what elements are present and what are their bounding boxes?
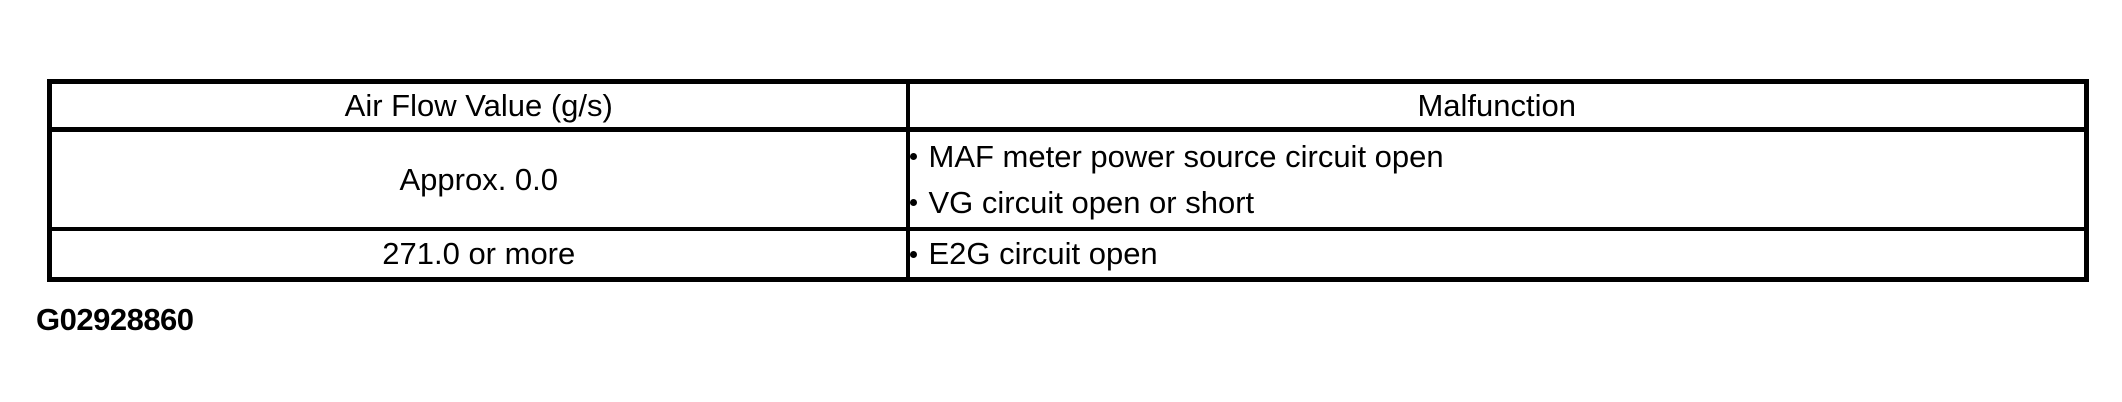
bullet-icon — [909, 153, 917, 160]
bullet-icon — [909, 250, 917, 258]
column-header-malfunction: Malfunction — [905, 79, 2089, 132]
column-header-airflow: Air Flow Value (g/s) — [47, 79, 910, 132]
malfunction-cell: MAF meter power source circuit open VG c… — [905, 127, 2089, 231]
airflow-malfunction-table: Air Flow Value (g/s) Malfunction Approx.… — [47, 79, 2089, 282]
airflow-value-cell: Approx. 0.0 — [47, 127, 910, 231]
malfunction-text: E2G circuit open — [928, 236, 1158, 271]
bullet-icon — [909, 199, 917, 206]
table-row: Approx. 0.0 MAF meter power source circu… — [47, 127, 2089, 231]
malfunction-cell: E2G circuit open — [905, 227, 2089, 282]
table-header-row: Air Flow Value (g/s) Malfunction — [47, 79, 2089, 132]
malfunction-text: VG circuit open or short — [928, 184, 1255, 220]
malfunction-item: E2G circuit open — [909, 231, 2085, 277]
malfunction-item: MAF meter power source circuit open — [909, 134, 2085, 180]
table-row: 271.0 or more E2G circuit open — [47, 227, 2089, 282]
airflow-value-cell: 271.0 or more — [47, 227, 910, 282]
malfunction-item: VG circuit open or short — [909, 180, 2085, 226]
figure-id-label: G02928860 — [36, 302, 194, 337]
malfunction-text: MAF meter power source circuit open — [928, 138, 1444, 174]
